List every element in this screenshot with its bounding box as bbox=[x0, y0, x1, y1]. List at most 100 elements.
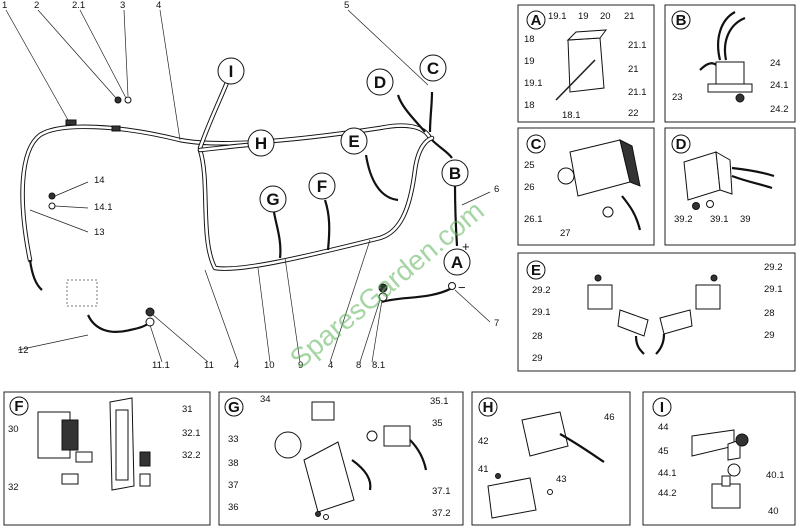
i-label-40: 40 bbox=[768, 506, 779, 517]
label-8-1: 8.1 bbox=[372, 360, 385, 371]
g-label-33: 33 bbox=[228, 434, 239, 445]
a-label-21: 21 bbox=[624, 11, 635, 22]
f-label-30: 30 bbox=[8, 424, 19, 435]
label-7: 7 bbox=[494, 318, 499, 329]
letter-A: A bbox=[451, 253, 463, 272]
panel-C: C 25 26 26.1 27 bbox=[517, 127, 655, 246]
plus-sign: + bbox=[462, 239, 470, 254]
panel-A-title: A bbox=[531, 12, 542, 29]
label-3: 3 bbox=[120, 0, 125, 11]
g-label-35-1: 35.1 bbox=[430, 396, 449, 407]
a-label-20: 20 bbox=[600, 11, 611, 22]
label-1: 1 bbox=[2, 0, 7, 11]
a-label-22: 22 bbox=[628, 108, 639, 119]
f-label-32-2: 32.2 bbox=[182, 450, 201, 461]
a-label-19b: 19 bbox=[524, 56, 535, 67]
label-11-1: 11.1 bbox=[152, 360, 170, 371]
panel-E: E 29.2 29.1 28 29 29.2 29.1 28 29 bbox=[517, 252, 796, 372]
g-label-37-2: 37.2 bbox=[432, 508, 451, 519]
panel-D-title: D bbox=[676, 136, 687, 153]
b-label-24: 24 bbox=[770, 58, 781, 69]
c-label-26-1: 26.1 bbox=[524, 214, 543, 225]
e-label-29-2: 29.2 bbox=[532, 285, 551, 296]
label-4-top: 4 bbox=[156, 0, 161, 11]
g-label-37: 37 bbox=[228, 480, 239, 491]
panel-A: A 19.1 19 20 21 18 21.1 19 21 19.1 21.1 … bbox=[517, 4, 655, 123]
main-part-labels: 1 2 2.1 3 4 5 14 14.1 13 12 11.1 11 4 10… bbox=[2, 0, 499, 371]
g-label-38: 38 bbox=[228, 458, 239, 469]
h-label-42: 42 bbox=[478, 436, 489, 447]
panel-B-title: B bbox=[676, 12, 687, 29]
label-2-1: 2.1 bbox=[72, 0, 85, 11]
g-label-36: 36 bbox=[228, 502, 239, 513]
i-label-40-1: 40.1 bbox=[766, 470, 785, 481]
letter-C: C bbox=[427, 59, 439, 78]
i-label-44-1: 44.1 bbox=[658, 468, 677, 479]
c-label-25: 25 bbox=[524, 160, 535, 171]
label-2: 2 bbox=[34, 0, 39, 11]
a-label-19: 19 bbox=[578, 11, 589, 22]
letter-B: B bbox=[449, 164, 461, 183]
e-label-29-2b: 29.2 bbox=[764, 262, 783, 273]
e-label-28b: 28 bbox=[764, 308, 775, 319]
d-label-39: 39 bbox=[740, 214, 751, 225]
leader-lines bbox=[5, 9, 491, 363]
panel-I-title: I bbox=[660, 399, 664, 416]
g-label-37-1: 37.1 bbox=[432, 486, 451, 497]
letter-D: D bbox=[374, 73, 386, 92]
i-label-44-2: 44.2 bbox=[658, 488, 677, 499]
label-6: 6 bbox=[494, 184, 499, 195]
letter-H: H bbox=[255, 134, 267, 153]
label-8: 8 bbox=[356, 360, 361, 371]
letter-I: I bbox=[229, 62, 234, 81]
c-label-27: 27 bbox=[560, 228, 571, 239]
label-14-1: 14.1 bbox=[94, 202, 113, 213]
minus-sign: − bbox=[458, 280, 466, 295]
f-label-32: 32 bbox=[8, 482, 19, 493]
e-label-28: 28 bbox=[532, 331, 543, 342]
letter-F: F bbox=[317, 177, 327, 196]
c-label-26: 26 bbox=[524, 182, 535, 193]
connector-letters: I H D C E F G B A + − bbox=[217, 54, 471, 295]
b-label-24-2: 24.2 bbox=[770, 104, 789, 115]
panel-I: I 44 45 40.1 44.1 44.2 40 bbox=[642, 391, 796, 526]
panel-C-title: C bbox=[531, 136, 542, 153]
label-13: 13 bbox=[94, 227, 105, 238]
a-label-18: 18 bbox=[524, 34, 535, 45]
main-harness bbox=[20, 77, 459, 333]
b-label-24-1: 24.1 bbox=[770, 80, 789, 91]
panel-F: F 31 30 32.1 32.2 32 bbox=[3, 391, 211, 526]
label-11: 11 bbox=[204, 360, 214, 371]
letter-E: E bbox=[348, 132, 359, 151]
f-label-32-1: 32.1 bbox=[182, 428, 201, 439]
f-label-31: 31 bbox=[182, 404, 193, 415]
panel-F-title: F bbox=[14, 398, 23, 415]
label-12: 12 bbox=[18, 345, 29, 356]
panel-G: G 34 35.1 33 35 38 37 37.1 36 37.2 bbox=[218, 391, 464, 526]
panel-G-title: G bbox=[228, 399, 240, 416]
h-label-41: 41 bbox=[478, 464, 489, 475]
label-4-a: 4 bbox=[234, 360, 239, 371]
a-label-21-1b: 21.1 bbox=[628, 87, 647, 98]
b-label-23: 23 bbox=[672, 92, 683, 103]
panel-H-title: H bbox=[483, 399, 494, 416]
label-14: 14 bbox=[94, 175, 105, 186]
label-9: 9 bbox=[298, 360, 303, 371]
panel-D: D 39.2 39.1 39 bbox=[664, 127, 796, 246]
panel-E-title: E bbox=[531, 262, 541, 279]
a-label-18b: 18 bbox=[524, 100, 535, 111]
d-label-39-1: 39.1 bbox=[710, 214, 729, 225]
d-label-39-2: 39.2 bbox=[674, 214, 693, 225]
e-label-29b: 29 bbox=[764, 330, 775, 341]
h-label-46: 46 bbox=[604, 412, 615, 423]
letter-G: G bbox=[266, 190, 279, 209]
i-label-44: 44 bbox=[658, 422, 669, 433]
panel-B: B 24 24.1 23 24.2 bbox=[664, 4, 796, 123]
a-label-19-1b: 19.1 bbox=[524, 78, 543, 89]
label-5: 5 bbox=[344, 0, 349, 11]
a-label-21b: 21 bbox=[628, 64, 639, 75]
g-label-35: 35 bbox=[432, 418, 443, 429]
label-10: 10 bbox=[264, 360, 275, 371]
label-4-b: 4 bbox=[328, 360, 333, 371]
